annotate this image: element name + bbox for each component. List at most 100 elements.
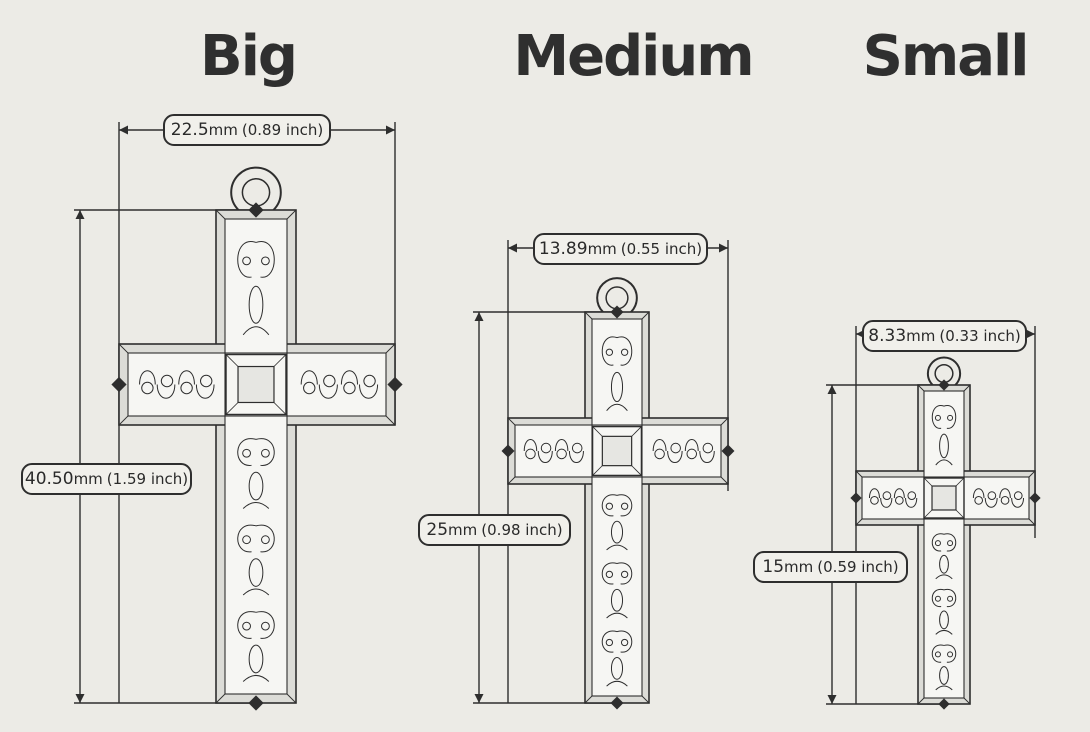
- big-bevel-edge: [286, 693, 297, 704]
- medium-top-ornament-scroll-right: [616, 336, 633, 366]
- medium-gem-facet: [592, 465, 603, 476]
- big-bevel-edge: [215, 209, 226, 220]
- big-right-ornament-arc-bottom: [318, 384, 338, 399]
- small-bottom-ornament-motif: [931, 533, 957, 580]
- medium-bevel-edge: [720, 417, 729, 426]
- small-left-ornament-arc-bottom: [880, 497, 893, 508]
- big-bevel-edge: [286, 209, 297, 220]
- medium-top-ornament-curl-right: [620, 348, 629, 356]
- small-bevel-edge: [917, 384, 925, 392]
- medium-bottom-ornament-scroll-right: [616, 562, 633, 585]
- big-top-ornament-bud: [248, 285, 264, 324]
- big-bottom-ornament-scroll-right: [255, 438, 275, 466]
- big-width-arrow-right: [386, 125, 395, 135]
- medium-right-ornament-curl: [702, 442, 714, 454]
- big-height-arrow-top: [75, 210, 85, 219]
- big-bottom-ornament-motif: [237, 611, 275, 682]
- medium-anchor-bottom: [610, 696, 624, 710]
- big-top-ornament-leaf: [242, 326, 270, 336]
- small-left-panel: [861, 476, 925, 520]
- small-bottom-ornament-leaf: [935, 629, 953, 635]
- small-bottom-panel: [923, 518, 965, 699]
- medium-left-ornament-arc-bottom: [568, 450, 584, 464]
- small-bottom-ornament-scroll-right: [943, 644, 957, 663]
- medium-cross: [501, 277, 735, 710]
- small-bottom-ornament-curl-right: [947, 540, 954, 547]
- title-big: Big: [200, 24, 298, 89]
- medium-center-gem: [601, 435, 633, 467]
- small-top-ornament-scroll-right: [943, 405, 957, 429]
- medium-bottom-ornament-scroll-left: [601, 562, 618, 585]
- medium-left-panel: [514, 424, 593, 478]
- small-bottom-ornament-curl-left: [934, 651, 941, 658]
- big-right-ornament-motif: [300, 370, 338, 399]
- medium-bevel-edge: [641, 695, 650, 704]
- medium-right-panel: [641, 424, 722, 478]
- small-bevel-edge: [963, 384, 971, 392]
- small-left-ornament-arc-bottom: [905, 497, 918, 508]
- big-right-ornament-arc-top: [300, 370, 318, 385]
- small-right-panel: [963, 476, 1030, 520]
- medium-right-ornament-curl: [686, 448, 698, 460]
- medium-bottom-ornament-scroll-left: [601, 630, 618, 653]
- small-left-ornament-curl: [907, 491, 917, 500]
- big-left-ornament-curl: [180, 381, 193, 395]
- medium-left-ornament-arc-bottom: [537, 450, 553, 464]
- medium-gem-facet: [631, 465, 642, 476]
- big-left-ornament-curl: [160, 374, 174, 388]
- medium-bottom-ornament-bud: [610, 520, 624, 544]
- medium-anchor-left: [501, 444, 515, 458]
- medium-bevel-edge: [584, 311, 593, 320]
- big-bottom-ornament-motif: [237, 438, 275, 509]
- medium-left-ornament-curl: [571, 442, 583, 454]
- medium-gem-facet: [592, 426, 603, 437]
- medium-height-arrow-bottom: [474, 694, 484, 703]
- medium-anchor-top: [610, 305, 624, 319]
- big-bottom-ornament-scroll-left: [237, 611, 257, 639]
- big-right-ornament-motif: [340, 370, 379, 399]
- big-anchor-left: [111, 376, 127, 393]
- small-right-ornament-curl: [1013, 491, 1023, 500]
- small-center-gem: [931, 485, 957, 511]
- medium-bottom-ornament-curl-right: [620, 638, 629, 647]
- small-left-ornament-curl: [870, 496, 879, 505]
- medium-bottom-ornament-leaf: [606, 680, 628, 687]
- small-bottom-ornament-curl-left: [934, 595, 941, 602]
- medium-left-ornament-motif: [554, 438, 584, 464]
- medium-right-ornament-arc-bottom: [699, 450, 715, 464]
- medium-bevel-edge: [584, 695, 593, 704]
- small-bottom-ornament-curl-left: [934, 540, 941, 547]
- big-right-ornament-curl: [363, 374, 376, 388]
- small-bottom-ornament-bud: [939, 554, 949, 574]
- big-left-ornament-motif: [139, 370, 176, 399]
- medium-bottom-ornament-leaf: [606, 544, 628, 551]
- small-left-ornament-arc-top: [893, 488, 905, 499]
- big-bottom-ornament-curl-left: [242, 535, 251, 545]
- big-left-ornament-curl: [141, 381, 154, 395]
- medium-right-ornament-motif: [652, 438, 683, 464]
- small-bevel-edge: [855, 518, 863, 526]
- small-right-ornament-curl: [974, 496, 984, 505]
- small-top-ornament-curl-right: [947, 414, 954, 421]
- big-right-ornament-arc-top: [340, 370, 358, 385]
- small-right-ornament-motif: [972, 488, 998, 508]
- small-bottom-ornament-scroll-left: [931, 533, 945, 552]
- big-bottom-ornament-curl-left: [242, 448, 251, 458]
- big-bottom-ornament-curl-left: [242, 621, 251, 631]
- medium-left-ornament-arc-top: [523, 438, 538, 452]
- small-bottom-ornament-scroll-right: [943, 589, 957, 608]
- big-width-arrow-left: [119, 125, 128, 135]
- small-bottom-ornament-curl-right: [947, 595, 954, 602]
- big-bail-hole: [241, 178, 271, 207]
- big-bottom-ornament-leaf: [242, 674, 270, 682]
- big-left-ornament-motif: [178, 370, 215, 399]
- small-right-ornament-curl: [1000, 496, 1010, 505]
- big-right-ornament-curl: [303, 381, 316, 395]
- small-bottom-ornament-motif: [931, 644, 957, 691]
- big-right-ornament-curl: [323, 374, 336, 388]
- small-anchor-left: [850, 492, 862, 504]
